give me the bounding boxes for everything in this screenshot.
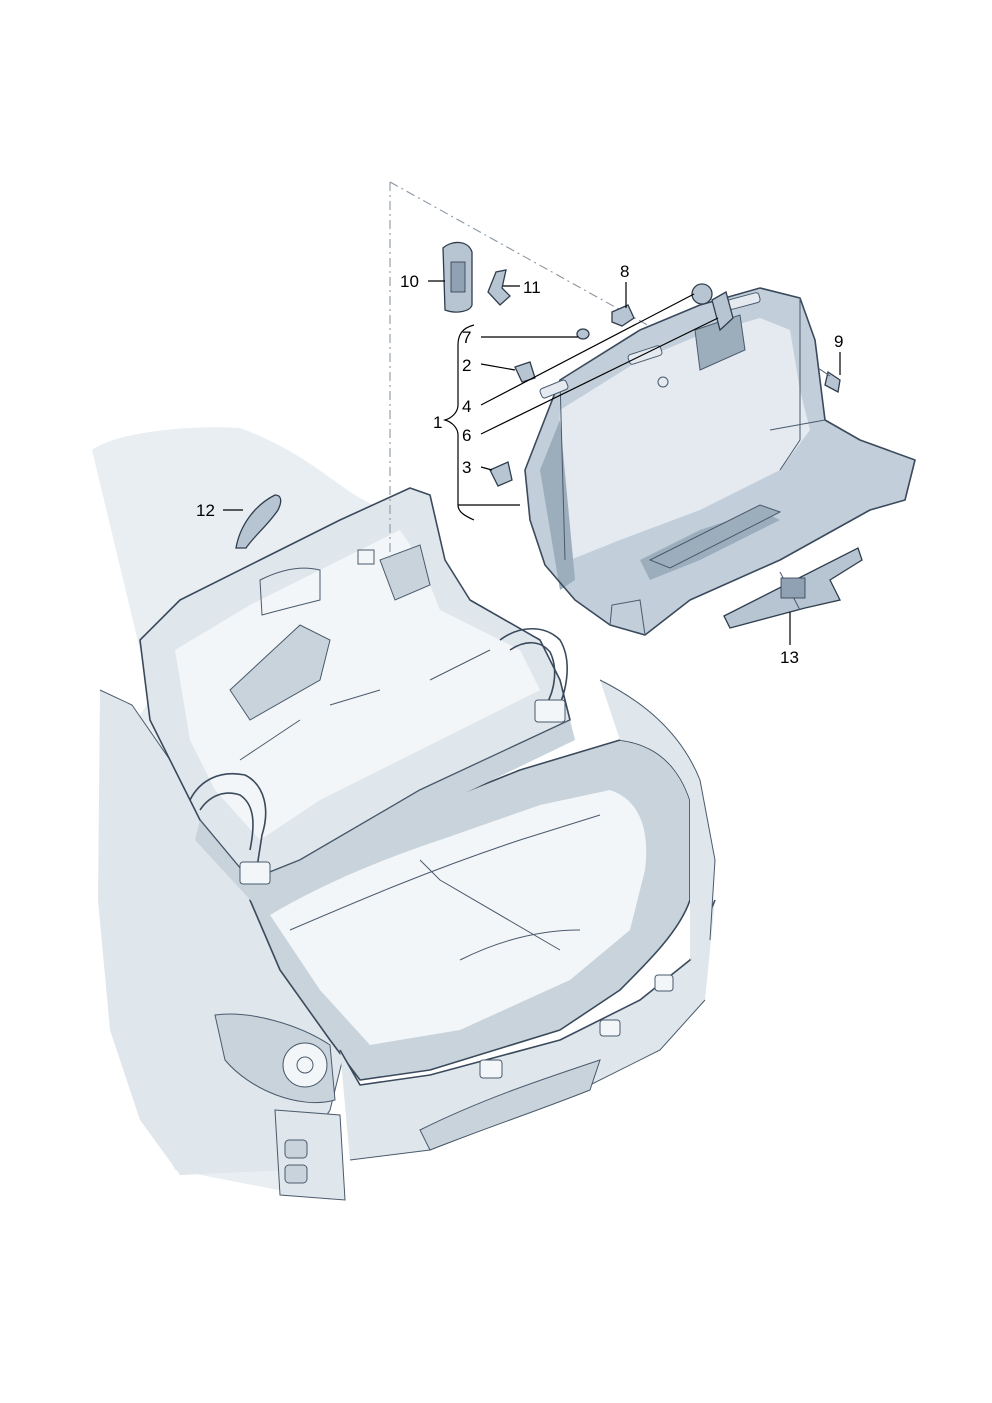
- group-1-bracket: [442, 324, 475, 521]
- callout-12: 12: [196, 501, 215, 520]
- callout-9: 9: [834, 332, 843, 351]
- left-hinge: [189, 773, 267, 881]
- callout-11: 11: [523, 278, 541, 297]
- callout-7: 7: [462, 328, 471, 347]
- small-parts: [235, 241, 863, 629]
- callout-8: 8: [620, 262, 629, 281]
- callout-labels: 1 2 3 4 6 7 8 9 10 11 12 13: [196, 262, 843, 667]
- part-8-clip: [611, 304, 635, 327]
- right-hinge: [499, 628, 568, 716]
- part-12-cover: [235, 494, 282, 549]
- part-9-screw: [824, 370, 841, 394]
- part-6-handle: [711, 291, 734, 332]
- part-2-clip: [514, 361, 536, 383]
- rear-bumper: [340, 900, 715, 1160]
- callout-2: 2: [462, 356, 471, 375]
- callout-1: 1: [433, 413, 442, 432]
- part-11-bracket: [487, 269, 511, 306]
- callout-6: 6: [462, 426, 471, 445]
- part-3-clip: [489, 461, 513, 487]
- callout-13: 13: [780, 648, 799, 667]
- leader-lines: [223, 280, 841, 645]
- callout-10: 10: [400, 272, 419, 291]
- part-7-grommet: [576, 328, 590, 340]
- callout-4: 4: [462, 397, 471, 416]
- trunk-lid-trim-panel: [524, 287, 916, 636]
- car-body: [92, 427, 716, 1201]
- part-4-cap: [691, 283, 713, 305]
- callout-3: 3: [462, 458, 471, 477]
